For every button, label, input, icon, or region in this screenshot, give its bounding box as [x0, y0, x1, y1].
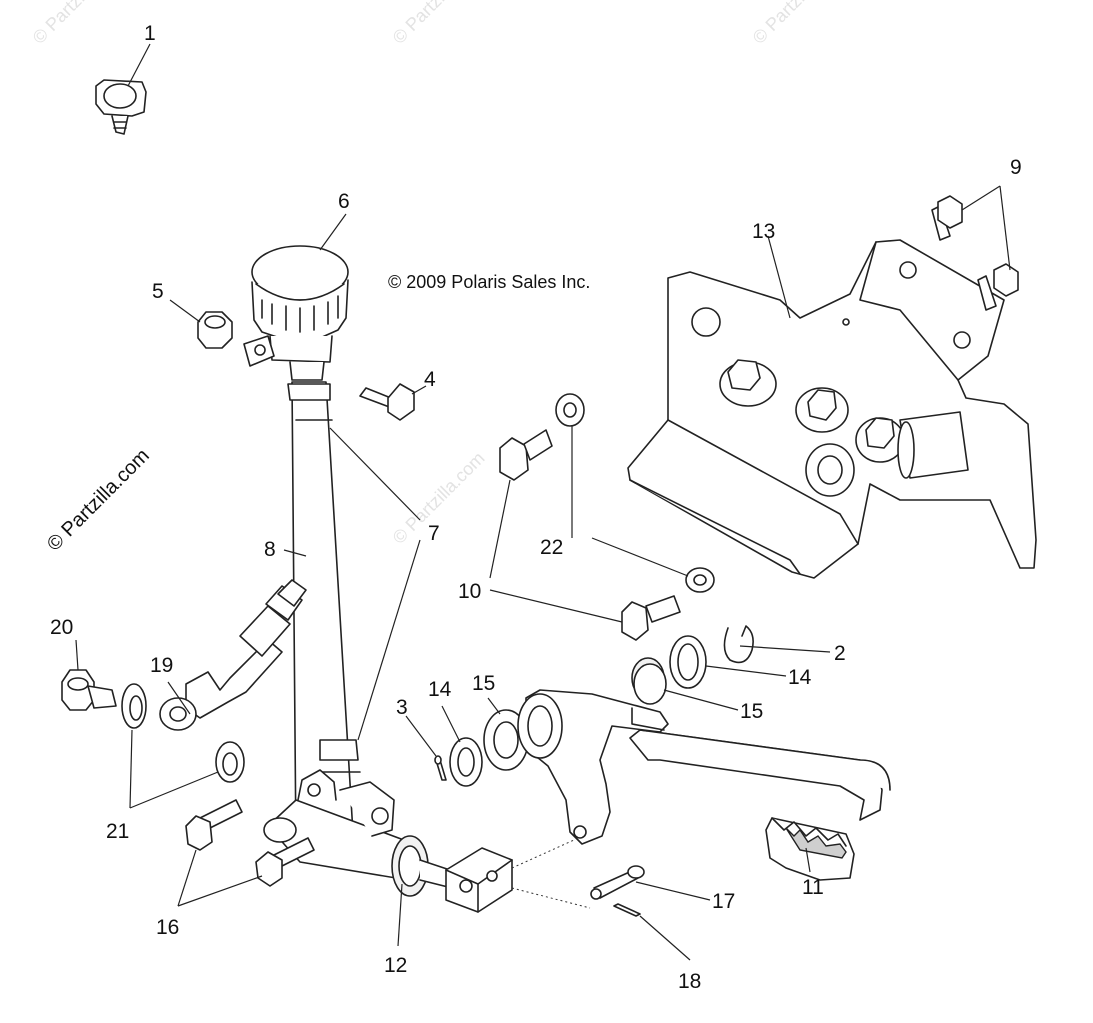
callout-4: 4 — [424, 368, 436, 391]
part-11-brake-pedal — [517, 689, 891, 881]
part-22-washer — [555, 393, 715, 593]
callout-21: 21 — [106, 820, 129, 843]
partzilla-credit: © Partzilla.com — [43, 445, 154, 556]
callout-22: 22 — [540, 536, 563, 559]
part-15-bushing — [631, 657, 667, 705]
callout-16: 16 — [156, 916, 179, 939]
callout-17: 17 — [712, 890, 735, 913]
part-12-clevis — [445, 847, 513, 913]
watermark: © Partzilla.com — [389, 0, 489, 48]
callout-5: 5 — [152, 280, 164, 303]
part-4-bolt — [359, 383, 415, 421]
part-19-brake-line — [159, 579, 307, 731]
callout-14-left: 14 — [428, 678, 452, 701]
part-10-bolt — [499, 429, 681, 641]
callout-12: 12 — [384, 954, 407, 977]
callout-15-left: 15 — [472, 672, 495, 695]
leader-lines — [75, 43, 1011, 961]
callout-13: 13 — [752, 220, 775, 243]
part-2-clip — [723, 625, 754, 664]
assembly-guide-line — [511, 839, 575, 869]
callout-10: 10 — [458, 580, 481, 603]
part-18-cotter-pin — [613, 903, 641, 917]
callout-8: 8 — [264, 538, 276, 561]
watermark: © Partzilla.com — [29, 0, 129, 48]
callout-20: 20 — [50, 616, 73, 639]
callout-15-right: 15 — [740, 700, 763, 723]
callout-11: 11 — [802, 876, 824, 899]
part-16-bolt — [185, 799, 315, 887]
part-8-hose — [287, 381, 361, 851]
part-3-cotter-pin — [434, 755, 447, 781]
callout-18: 18 — [678, 970, 701, 993]
watermark: © Partzilla.com — [749, 0, 849, 48]
part-1-clip — [95, 79, 147, 135]
part-15-bushing — [483, 709, 529, 771]
part-13-bracket — [627, 239, 1037, 579]
callout-3: 3 — [396, 696, 408, 719]
callout-6: 6 — [338, 190, 350, 213]
part-21-washer — [121, 683, 245, 783]
part-9-bolt — [931, 195, 1019, 311]
copyright-label: © 2009 Polaris Sales Inc. — [388, 272, 590, 292]
part-17-pin — [590, 865, 645, 900]
part-6-reservoir — [243, 245, 349, 381]
callout-19: 19 — [150, 654, 173, 677]
callout-1: 1 — [144, 22, 156, 45]
callout-14-right: 14 — [788, 666, 812, 689]
callout-7: 7 — [428, 522, 440, 545]
callout-2: 2 — [834, 642, 846, 665]
part-12-master-cylinder — [263, 769, 469, 897]
part-20-banjo-bolt — [61, 669, 117, 711]
part-14-washer — [669, 635, 707, 689]
assembly-guide-line — [511, 887, 591, 909]
callout-9: 9 — [1010, 156, 1022, 179]
part-5-nut — [197, 311, 233, 349]
part-14-washer — [449, 737, 483, 787]
